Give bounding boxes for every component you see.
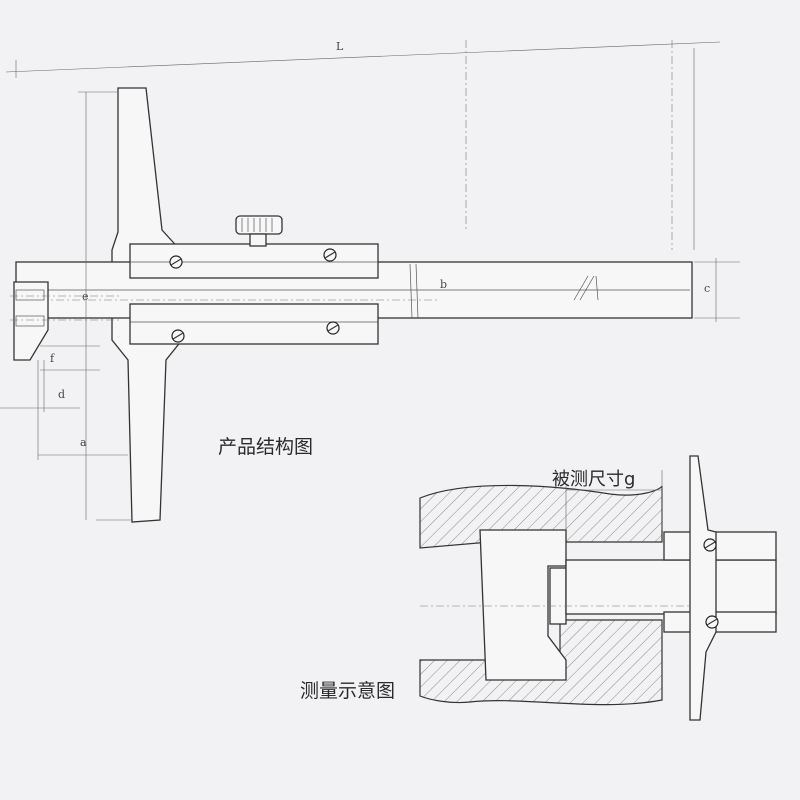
beam-section bbox=[565, 559, 777, 615]
dim-label-L: L bbox=[336, 40, 344, 53]
dim-label-c: c bbox=[704, 282, 710, 295]
caption-measurement: 测量示意图 bbox=[300, 680, 396, 702]
screw-icon bbox=[169, 255, 183, 269]
screw-icon bbox=[326, 321, 340, 335]
screw-icon bbox=[703, 538, 717, 552]
measurement-drawing bbox=[419, 455, 777, 721]
upper-slider bbox=[129, 243, 379, 279]
dim-label-d: d bbox=[58, 388, 65, 401]
screw-icon bbox=[705, 615, 719, 629]
screw-icon bbox=[323, 248, 337, 262]
measuring-jaw bbox=[13, 281, 49, 361]
dim-label-f: f bbox=[50, 352, 55, 365]
caption-product-structure: 产品结构图 bbox=[218, 436, 314, 458]
screw-icon bbox=[171, 329, 185, 343]
gauge-base-section bbox=[479, 529, 567, 681]
lower-slider bbox=[129, 303, 379, 345]
product-structure-drawing: L b bbox=[0, 40, 740, 523]
dim-label-a: a bbox=[80, 436, 87, 449]
beam-scale-label: b bbox=[440, 278, 447, 291]
gauge-head-section bbox=[689, 455, 717, 721]
locking-knob bbox=[235, 215, 283, 235]
dim-label-e: e bbox=[82, 290, 89, 303]
caption-measured-size: 被测尺寸g bbox=[552, 469, 636, 490]
